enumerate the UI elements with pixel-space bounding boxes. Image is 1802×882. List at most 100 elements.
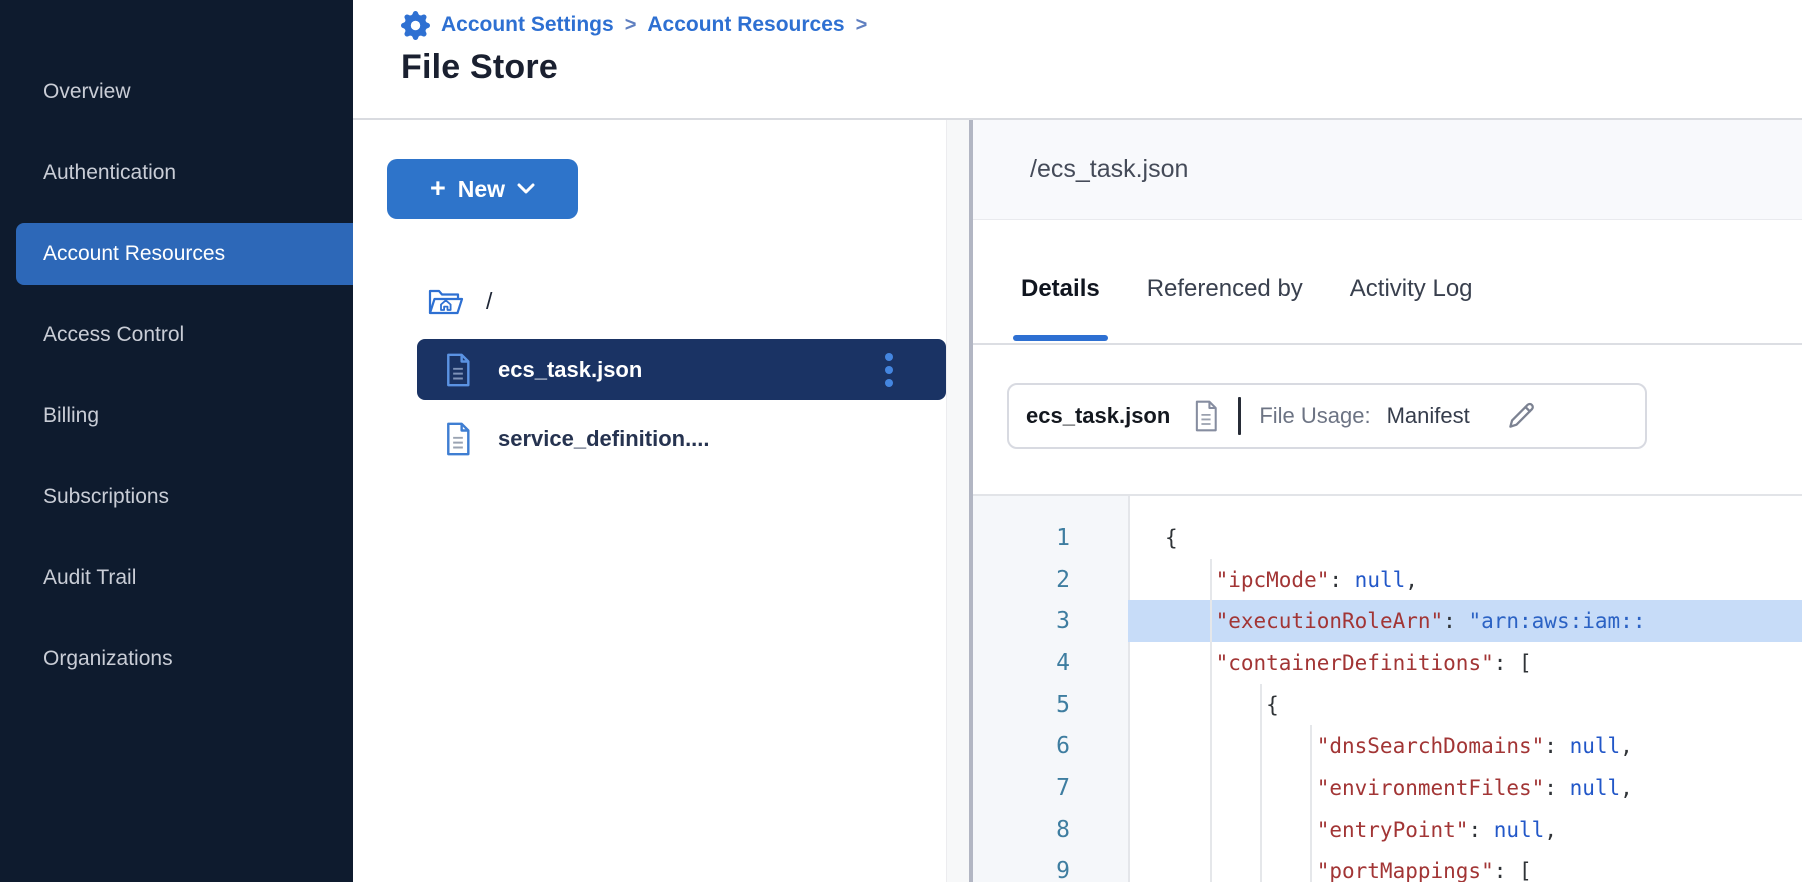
card-divider	[1238, 397, 1242, 435]
root-folder-row[interactable]: /	[427, 281, 946, 321]
indent-guide	[1310, 767, 1312, 809]
sidebar-item-label: Organizations	[43, 647, 173, 670]
code-line: 7 "environmentFiles": null,	[973, 767, 1802, 809]
line-number: 6	[1056, 733, 1070, 760]
code-token: "arn:aws:iam::	[1468, 609, 1646, 634]
document-icon	[443, 422, 473, 456]
code-token: :	[1544, 775, 1570, 800]
code-token: "containerDefinitions"	[1215, 650, 1494, 675]
file-path-title: /ecs_task.json	[1030, 155, 1189, 183]
code-token: null	[1354, 567, 1406, 592]
indent-guide	[1210, 558, 1212, 601]
file-name: ecs_task.json	[498, 356, 643, 382]
code-viewer[interactable]: 1{2 "ipcMode": null,3 "executionRoleArn"…	[973, 494, 1802, 882]
sidebar-item-authentication[interactable]: Authentication	[0, 142, 353, 204]
content-area: + New	[353, 120, 1802, 882]
line-number: 4	[1056, 649, 1070, 676]
code-token: null	[1569, 734, 1621, 759]
breadcrumb-link-account-resources[interactable]: Account Resources	[647, 13, 845, 36]
indent-guide	[1210, 642, 1212, 684]
indent-guide	[1310, 725, 1312, 768]
file-row-ecs-task-json[interactable]: ecs_task.json	[417, 339, 946, 400]
sidebar-item-label: Account Resources	[43, 242, 226, 265]
sidebar-item-subscriptions[interactable]: Subscriptions	[0, 466, 353, 528]
code-line-text: {	[1128, 683, 1802, 726]
chevron-down-icon	[517, 183, 535, 195]
page-header: Account Settings > Account Resources > F…	[353, 0, 1802, 120]
code-token: ,	[1544, 817, 1557, 842]
breadcrumb-separator: >	[624, 13, 637, 36]
code-line-text: "containerDefinitions": [	[1128, 642, 1802, 684]
folder-home-icon	[427, 284, 465, 318]
code-token	[1165, 818, 1317, 842]
sidebar-item-overview[interactable]: Overview	[0, 61, 353, 123]
code-token: : [	[1493, 650, 1532, 675]
file-usage-value: Manifest	[1386, 403, 1470, 428]
indent-guide	[1260, 767, 1262, 809]
details-tab-bar: Details Referenced by Activity Log	[973, 220, 1802, 345]
code-token: :	[1329, 567, 1355, 592]
document-icon	[443, 353, 473, 387]
tab-referenced-by[interactable]: Referenced by	[1146, 274, 1303, 302]
code-line: 3 "executionRoleArn": "arn:aws:iam::	[973, 600, 1802, 643]
code-token	[1165, 859, 1317, 882]
new-button-label: New	[457, 175, 506, 202]
code-line-text: "environmentFiles": null,	[1128, 767, 1802, 809]
main-area: Account Settings > Account Resources > F…	[353, 0, 1802, 882]
sidebar-item-audit-trail[interactable]: Audit Trail	[0, 547, 353, 609]
code-token: :	[1468, 817, 1494, 842]
code-line: 4 "containerDefinitions": [	[973, 642, 1802, 684]
indent-guide	[1260, 725, 1262, 768]
file-path-header: /ecs_task.json	[973, 120, 1802, 220]
sidebar-item-account-resources[interactable]: Account Resources	[16, 223, 353, 285]
code-token: :	[1544, 734, 1570, 759]
indent-guide	[1210, 683, 1212, 726]
code-token: ,	[1405, 567, 1418, 592]
sidebar-item-label: Access Control	[43, 323, 185, 346]
line-number: 3	[1056, 608, 1070, 635]
code-token: ,	[1620, 775, 1633, 800]
file-store-panel: + New	[353, 120, 946, 882]
breadcrumb-link-account-settings[interactable]: Account Settings	[441, 13, 614, 36]
new-button[interactable]: + New	[387, 159, 578, 219]
sidebar-item-label: Subscriptions	[43, 485, 170, 508]
indent-guide	[1210, 850, 1212, 882]
gear-icon	[401, 10, 430, 40]
pencil-icon[interactable]	[1504, 399, 1538, 433]
code-line: 9 "portMappings": [	[973, 850, 1802, 882]
root-folder-label: /	[486, 287, 493, 314]
code-line-text: "executionRoleArn": "arn:aws:iam::	[1128, 600, 1802, 643]
file-row-service-definition[interactable]: service_definition....	[417, 408, 946, 469]
sidebar-item-label: Authentication	[43, 161, 177, 184]
code-token: null	[1569, 775, 1621, 800]
line-number: 9	[1056, 858, 1070, 882]
code-token	[1165, 776, 1317, 800]
kebab-menu-icon[interactable]	[884, 352, 894, 388]
code-token: null	[1493, 817, 1545, 842]
tab-activity-log[interactable]: Activity Log	[1349, 274, 1473, 302]
code-token: "portMappings"	[1316, 859, 1494, 882]
sidebar-item-organizations[interactable]: Organizations	[0, 628, 353, 690]
file-name: service_definition....	[498, 425, 710, 451]
code-token: "dnsSearchDomains"	[1316, 734, 1545, 759]
sidebar-item-access-control[interactable]: Access Control	[0, 304, 353, 366]
code-token: : [	[1493, 859, 1532, 882]
indent-guide	[1210, 808, 1212, 851]
tab-details[interactable]: Details	[1013, 274, 1108, 341]
indent-guide	[1210, 725, 1212, 768]
code-line: 6 "dnsSearchDomains": null,	[973, 725, 1802, 768]
file-list: ecs_task.json service_definition....	[417, 339, 946, 469]
sidebar-item-label: Audit Trail	[43, 566, 137, 589]
file-panel-scrollbar[interactable]	[946, 120, 973, 882]
breadcrumb-separator: >	[855, 13, 868, 36]
indent-guide	[1310, 850, 1312, 882]
code-token	[1165, 651, 1216, 675]
indent-guide	[1210, 767, 1212, 809]
code-token: ,	[1620, 734, 1633, 759]
plus-icon: +	[429, 172, 446, 203]
code-token: "executionRoleArn"	[1215, 609, 1444, 634]
sidebar-item-billing[interactable]: Billing	[0, 385, 353, 447]
line-number: 5	[1056, 691, 1070, 718]
